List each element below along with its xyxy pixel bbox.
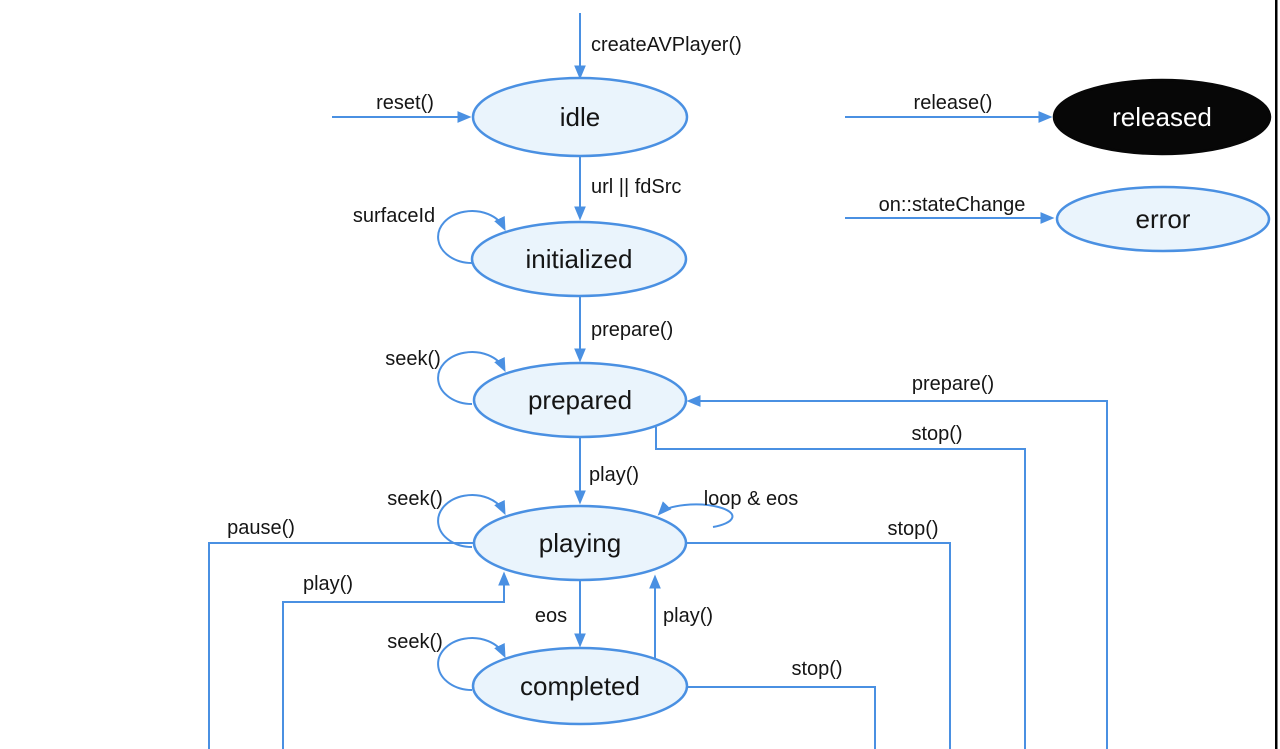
state-error (1055, 185, 1271, 253)
edge-label-create-avplayer: createAVPlayer() (591, 34, 742, 56)
edge-label-release: release() (914, 92, 993, 114)
state-playing (472, 504, 688, 582)
loop-loop-and-eos (657, 501, 734, 528)
edge-label-loop-eos: loop & eos (704, 488, 799, 510)
state-label-playing: playing (539, 528, 621, 558)
window-edge-line (1275, 0, 1278, 749)
edge-label-stop-playing: stop() (887, 518, 938, 540)
edge-label-seek-prepared: seek() (385, 348, 441, 370)
loop-seek-prepared (437, 351, 506, 405)
edge-label-stop-prepared: stop() (911, 423, 962, 445)
state-label-prepared: prepared (528, 385, 632, 415)
edge-label-play-paused: play() (303, 573, 353, 595)
edge-label-url-fdsrc: url || fdSrc (591, 176, 681, 198)
edge-pause (208, 542, 473, 749)
state-completed (471, 646, 689, 726)
edge-prepare-return (686, 395, 1108, 749)
edge-label-prepare-return: prepare() (912, 373, 994, 395)
edge-stop-playing (686, 542, 951, 749)
edge-label-play-down: play() (589, 464, 639, 486)
edge-play-from-paused (282, 571, 510, 749)
edge-label-surfaceid: surfaceId (353, 205, 435, 227)
edge-label-eos: eos (535, 605, 567, 627)
state-label-completed: completed (520, 671, 640, 701)
state-label-released: released (1112, 102, 1212, 132)
state-label-error: error (1136, 204, 1191, 234)
state-idle (471, 76, 689, 158)
edge-label-reset: reset() (376, 92, 434, 114)
loop-surfaceid (437, 210, 506, 264)
loop-seek-playing (437, 494, 506, 548)
state-prepared (472, 361, 688, 439)
state-label-idle: idle (560, 102, 600, 132)
edge-label-stop-completed: stop() (791, 658, 842, 680)
edge-stop-completed (687, 686, 876, 749)
edge-label-play-completed: play() (663, 605, 713, 627)
edge-label-pause: pause() (227, 517, 295, 539)
edge-label-on-statechange: on::stateChange (879, 194, 1026, 216)
edge-stop-prepared (655, 427, 1026, 749)
edge-label-seek-playing: seek() (387, 488, 443, 510)
state-label-initialized: initialized (526, 244, 633, 274)
edge-label-prepare-down: prepare() (591, 319, 673, 341)
state-initialized (470, 220, 688, 298)
state-released (1052, 78, 1272, 156)
edge-label-seek-completed: seek() (387, 631, 443, 653)
loop-seek-completed (437, 637, 506, 691)
